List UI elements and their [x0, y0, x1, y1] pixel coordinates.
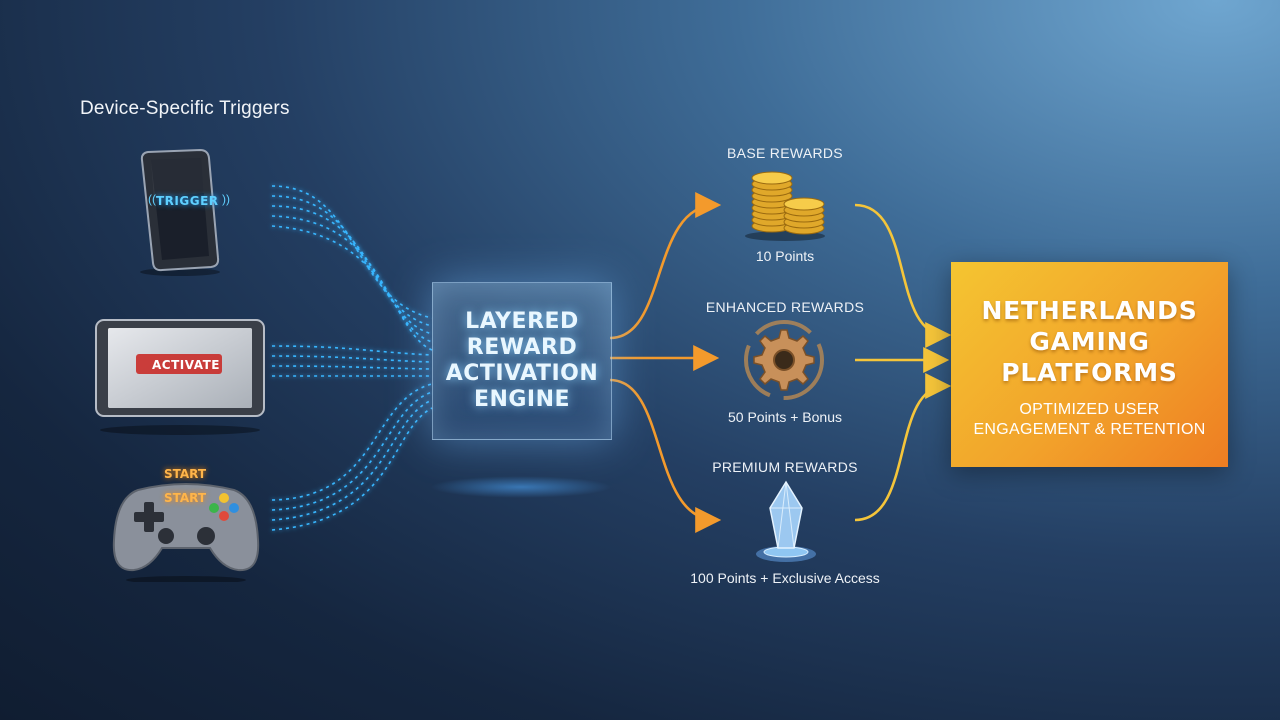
target-title: NETHERLANDS GAMING PLATFORMS	[951, 295, 1228, 388]
gamepad-start-label-top: START	[164, 467, 207, 481]
target-subtitle-line-2: ENGAGEMENT & RETENTION	[973, 421, 1206, 438]
tablet-activate-label: ACTIVATE	[152, 358, 220, 372]
reward-engine-box: LAYERED REWARD ACTIVATION ENGINE	[432, 282, 612, 440]
arrow-premium-to-target	[854, 373, 952, 522]
enhanced-rewards-value: 50 Points + Bonus	[727, 409, 843, 425]
gear-icon	[742, 318, 826, 402]
target-subtitle: OPTIMIZED USER ENGAGEMENT & RETENTION	[951, 400, 1228, 440]
gamepad-start-label-bottom: START	[164, 491, 207, 505]
base-rewards-title: BASE REWARDS	[727, 145, 843, 161]
tablet-device: ACTIVATE	[94, 318, 266, 438]
engine-to-rewards-arrows	[609, 192, 722, 533]
section-title: Device-Specific Triggers	[80, 98, 290, 119]
phone-trigger-lines	[271, 185, 433, 351]
target-title-line-3: PLATFORMS	[1001, 358, 1178, 387]
target-platform-box: NETHERLANDS GAMING PLATFORMS OPTIMIZED U…	[951, 262, 1228, 467]
premium-rewards-title: PREMIUM REWARDS	[712, 459, 858, 475]
gamepad-trigger-lines	[271, 383, 433, 531]
premium-rewards-value: 100 Points + Exclusive Access	[690, 570, 880, 586]
arrow-to-base	[609, 192, 722, 340]
arrow-to-premium	[609, 378, 722, 533]
coins-icon	[740, 170, 830, 242]
rewards-to-target-arrows	[854, 203, 952, 522]
engine-base-glow	[430, 476, 612, 498]
engine-line-4: ENGINE	[473, 387, 571, 412]
gamepad-device: START START	[110, 467, 262, 584]
arrow-base-to-target	[854, 203, 952, 348]
target-title-line-2: GAMING	[1029, 327, 1150, 356]
crystal-icon	[748, 478, 824, 566]
tablet-trigger-lines	[271, 345, 433, 377]
engine-line-3: ACTIVATION	[445, 361, 599, 386]
signal-right-icon: ))	[222, 192, 230, 206]
phone-device: TRIGGER (( ))	[138, 148, 230, 276]
engine-line-1: LAYERED	[465, 309, 579, 334]
tablet-icon	[95, 319, 265, 435]
engine-label: LAYERED REWARD ACTIVATION ENGINE	[446, 309, 599, 413]
base-rewards-value: 10 Points	[755, 248, 815, 264]
target-title-line-1: NETHERLANDS	[981, 296, 1198, 325]
engine-line-2: REWARD	[466, 335, 578, 360]
phone-icon	[140, 148, 220, 276]
gamepad-icon	[112, 483, 260, 584]
phone-trigger-label: TRIGGER	[156, 194, 219, 208]
target-subtitle-line-1: OPTIMIZED USER	[1019, 401, 1160, 418]
enhanced-rewards-title: ENHANCED REWARDS	[705, 299, 865, 315]
signal-left-icon: ((	[148, 192, 156, 206]
